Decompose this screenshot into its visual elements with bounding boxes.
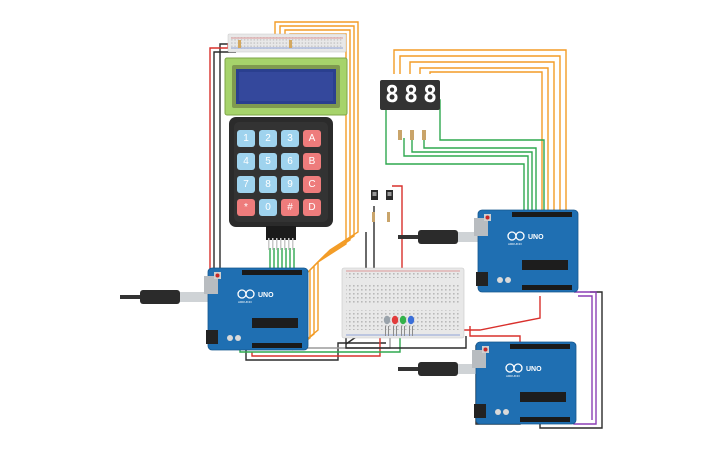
led-green <box>399 315 407 336</box>
arduino-uno-right-bottom[interactable]: UNO ARDUINO <box>398 341 577 425</box>
keypad-key-label: B <box>309 156 316 167</box>
keypad-key-label: * <box>244 202 248 213</box>
keypad-key[interactable]: 1 <box>237 130 255 147</box>
arduino-logo-icon <box>237 289 255 299</box>
keypad-key[interactable]: B <box>303 153 321 170</box>
pushbutton[interactable] <box>371 190 378 200</box>
keypad-key[interactable]: C <box>303 176 321 193</box>
keypad-key[interactable]: # <box>281 199 299 216</box>
wire-red[interactable] <box>392 185 403 270</box>
keypad-key-label: 2 <box>265 133 271 144</box>
keypad-key-label: 9 <box>287 179 293 190</box>
segment-digit: 8 <box>423 82 437 108</box>
wire-green[interactable] <box>403 138 529 212</box>
seven-segment-display: 8 8 8 <box>380 80 440 110</box>
keypad-key[interactable]: A <box>303 130 321 147</box>
keypad-key[interactable]: 0 <box>259 199 277 216</box>
keypad-key[interactable]: 9 <box>281 176 299 193</box>
wire-green[interactable] <box>423 138 537 212</box>
keypad-key-label: # <box>287 202 293 213</box>
arduino-logo-icon <box>507 231 525 241</box>
wire-black[interactable] <box>539 291 603 429</box>
board-model-label: UNO <box>258 292 274 299</box>
keypad-key[interactable]: 5 <box>259 153 277 170</box>
wire-orange[interactable] <box>399 55 561 212</box>
wire-green[interactable] <box>411 138 533 212</box>
led-blue <box>407 315 415 336</box>
potentiometer-resistors <box>238 40 292 48</box>
keypad-key-label: 5 <box>265 156 271 167</box>
wire-purple[interactable] <box>578 295 593 420</box>
led-gray <box>383 315 391 336</box>
keypad-key[interactable]: 8 <box>259 176 277 193</box>
wire-orange[interactable] <box>393 49 567 212</box>
keypad-key[interactable]: 6 <box>281 153 299 170</box>
keypad-key[interactable]: 3 <box>281 130 299 147</box>
board-brand-label: ARDUINO <box>238 300 253 304</box>
keypad-key-label: 7 <box>243 179 249 190</box>
wire-black[interactable] <box>345 336 467 349</box>
keypad-key-label: C <box>308 179 315 190</box>
wire-orange[interactable] <box>279 25 355 349</box>
breadboard[interactable] <box>341 267 465 339</box>
keypad-key[interactable]: 7 <box>237 176 255 193</box>
button-resistors <box>372 212 390 222</box>
board-brand-label: ARDUINO <box>508 242 523 246</box>
wire-orange[interactable] <box>419 67 549 212</box>
lcd-display[interactable] <box>224 57 348 116</box>
keypad-key-label: D <box>308 202 315 213</box>
wire-red[interactable] <box>469 326 521 346</box>
leds <box>383 315 415 336</box>
lcd-breadboard[interactable] <box>227 33 347 53</box>
board-model-label: UNO <box>528 234 544 241</box>
segment-digit: 8 <box>404 82 418 108</box>
keypad-key-label: A <box>309 133 316 144</box>
board-model-label: UNO <box>526 366 542 373</box>
wire-orange[interactable] <box>429 71 543 212</box>
keypad-key[interactable]: 4 <box>237 153 255 170</box>
keypad-key-label: 3 <box>287 133 293 144</box>
keypad-key[interactable]: 2 <box>259 130 277 147</box>
wire-orange[interactable] <box>274 21 359 346</box>
keypad-key[interactable]: D <box>303 199 321 216</box>
arduino-uno-right-top[interactable]: UNO ARDUINO <box>398 209 579 293</box>
keypad-key-label: 4 <box>243 156 249 167</box>
keypad-key-label: 1 <box>243 133 249 144</box>
keypad: 1 2 3 A 4 5 6 B 7 8 9 C * 0 # D <box>229 117 333 250</box>
arduino-uno-left[interactable]: UNO ARDUINO <box>120 267 309 351</box>
segment-digit: 8 <box>385 82 399 108</box>
board-brand-label: ARDUINO <box>506 374 521 378</box>
keypad-key[interactable]: * <box>237 199 255 216</box>
pushbutton[interactable] <box>386 190 393 200</box>
wire-orange[interactable] <box>409 61 555 212</box>
wire-red[interactable] <box>251 330 381 357</box>
wire-green[interactable] <box>385 110 525 212</box>
arduino-logo-icon <box>505 363 523 373</box>
keypad-key-label: 8 <box>265 179 271 190</box>
segment-resistors <box>398 130 426 140</box>
led-red <box>391 315 399 336</box>
keypad-key-label: 6 <box>287 156 293 167</box>
keypad-key-label: 0 <box>265 202 271 213</box>
wire-orange[interactable] <box>284 29 351 351</box>
wire-black[interactable] <box>245 342 386 361</box>
